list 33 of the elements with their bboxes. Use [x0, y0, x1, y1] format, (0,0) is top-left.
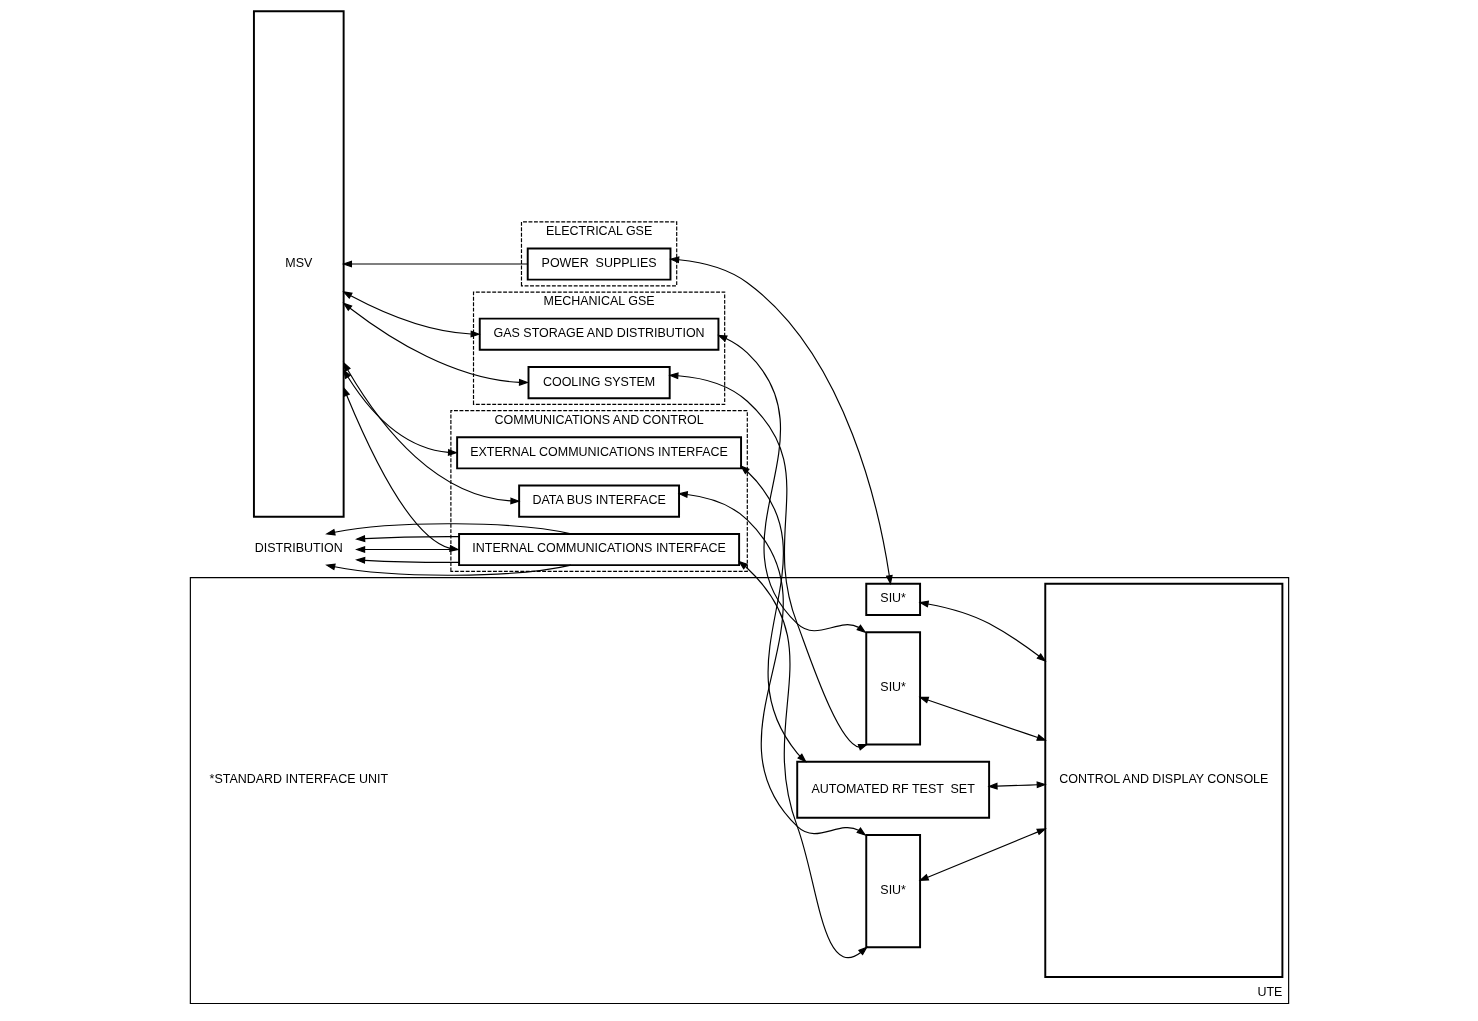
arrow: [918, 696, 1047, 741]
node-box: DATA BUS INTERFACE: [517, 484, 680, 518]
node-box: GAS STORAGE AND DISTRIBUTION: [478, 317, 719, 351]
node-box: POWER SUPPLIES: [526, 247, 671, 281]
node-box: SIU*: [864, 834, 921, 949]
arrow: [677, 491, 866, 837]
node-box: CONTROL AND DISPLAY CONSOLE: [1043, 582, 1283, 978]
arrow: [354, 556, 459, 564]
arrow: [341, 291, 481, 338]
node-box: SIU*: [864, 582, 921, 616]
arrow: [341, 302, 529, 386]
node-box: SIU*: [864, 631, 921, 746]
node-box: EXTERNAL COMMUNICATIONS INTERFACE: [455, 436, 742, 470]
arrow: [341, 260, 528, 268]
label: *STANDARD INTERFACE UNIT: [209, 772, 388, 787]
node-box: MSV: [252, 10, 345, 518]
arrow: [668, 256, 893, 586]
arrow: [342, 361, 520, 505]
arrow: [324, 563, 572, 576]
arrow: [737, 560, 868, 958]
arrow: [324, 523, 572, 536]
arrow: [739, 465, 807, 763]
arrow: [917, 600, 1047, 662]
arrow: [667, 372, 868, 751]
arrow: [716, 334, 866, 634]
arrow: [354, 535, 459, 543]
node-box: COOLING SYSTEM: [527, 366, 671, 400]
arrow: [918, 828, 1047, 881]
arrow: [986, 781, 1047, 790]
node-box: INTERNAL COMMUNICATIONS INTERFACE: [457, 532, 740, 567]
node-box: AUTOMATED RF TEST SET: [795, 760, 990, 819]
arrow: [342, 368, 458, 456]
node-text: DISTRIBUTION: [254, 541, 343, 556]
